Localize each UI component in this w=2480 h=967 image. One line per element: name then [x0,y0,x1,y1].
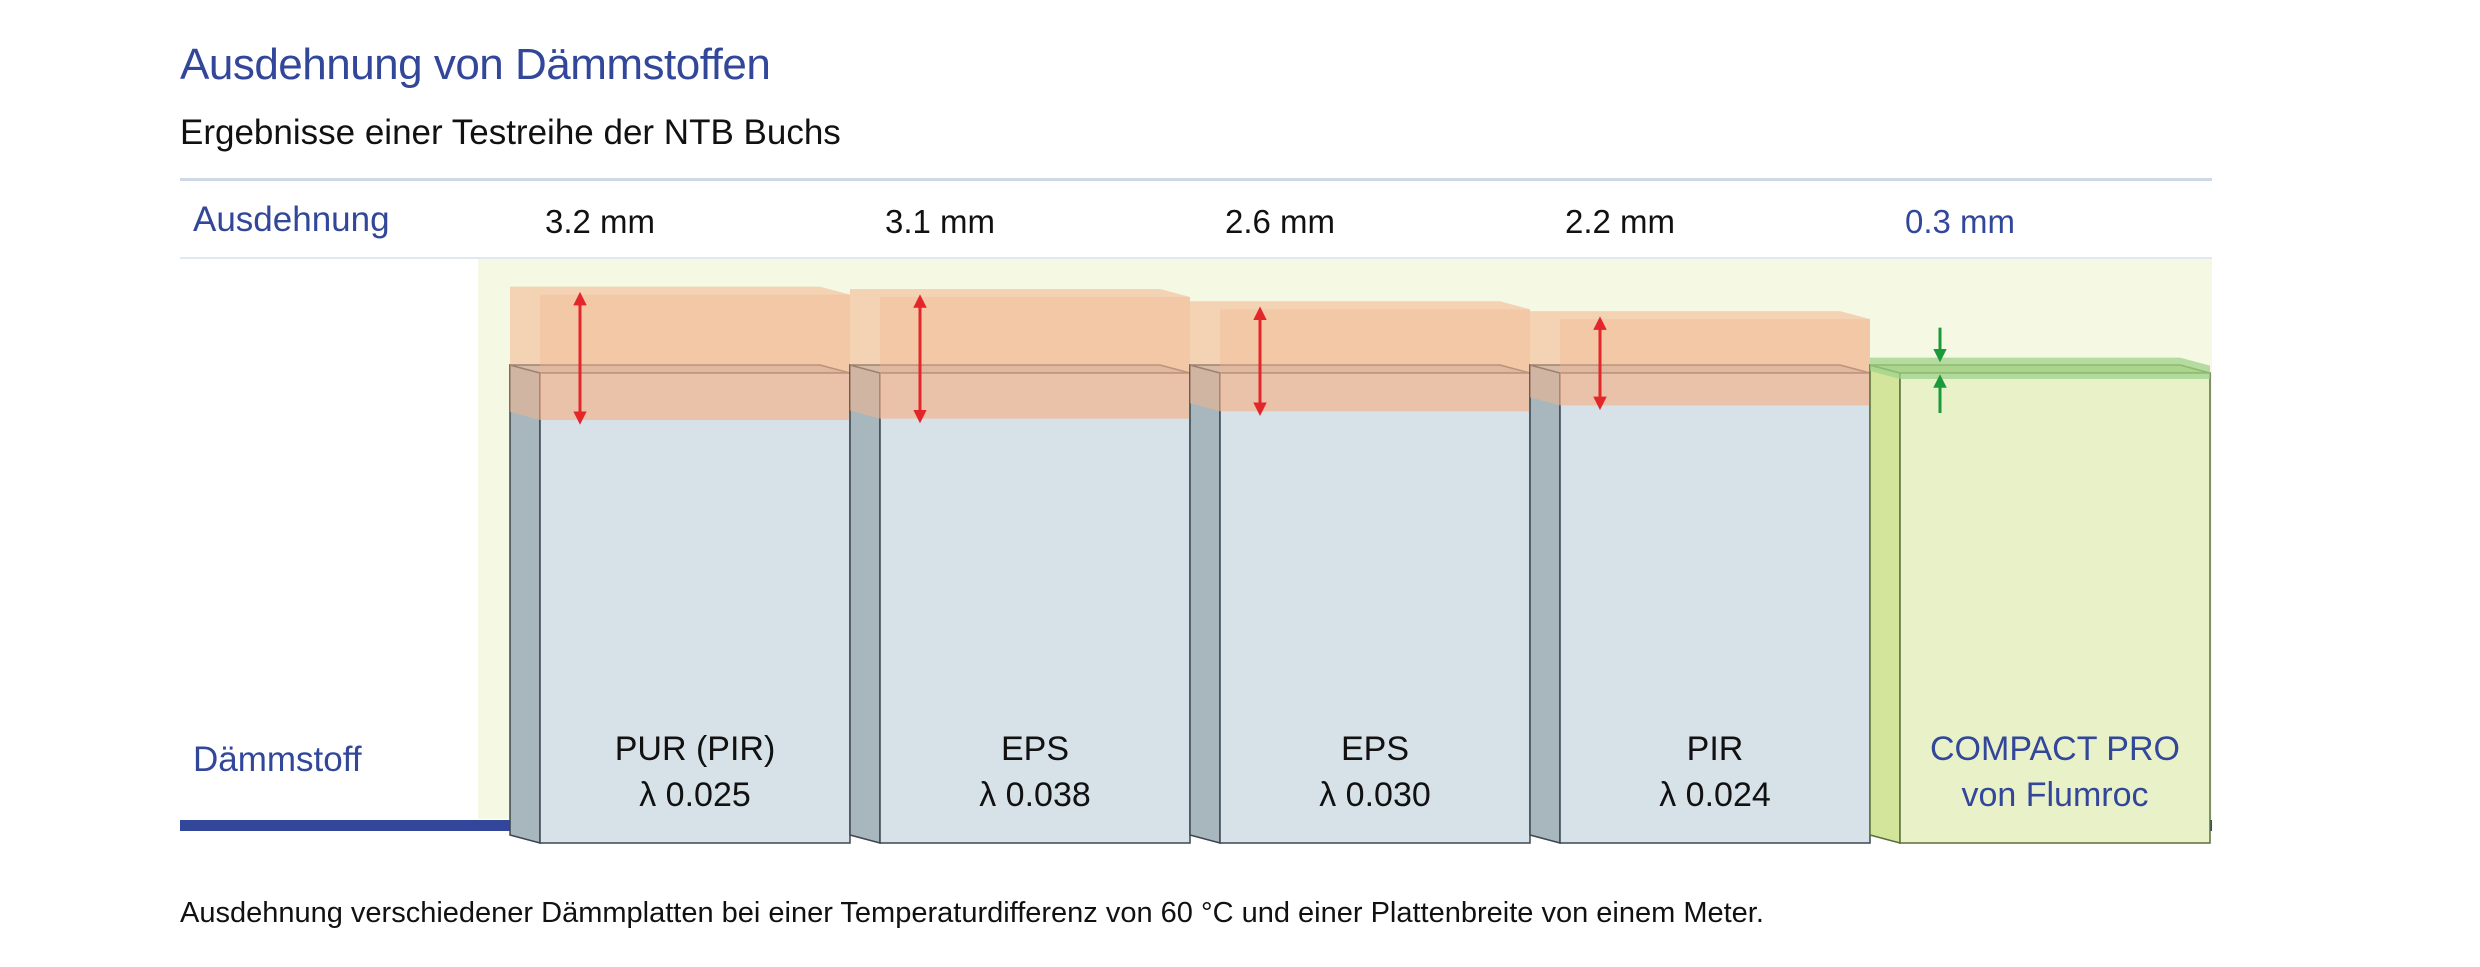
lambda-value: λ 0.030 [1319,776,1431,814]
expansion-overlay [1870,357,2210,379]
chart-subtitle: Ergebnisse einer Testreihe der NTB Buchs [180,113,841,152]
material-name: PIR [1687,730,1744,768]
row-label-material: Dämmstoff [193,740,362,779]
chart-title: Ausdehnung von Dämmstoffen [180,40,771,89]
expansion-overlay [850,289,1190,419]
bar-side [849,364,881,844]
expansion-overlay-face [880,297,1190,419]
lambda-value: λ 0.038 [979,776,1091,814]
bar-face [1219,372,1531,844]
bar-face [1559,372,1871,844]
bar-side [1189,364,1221,844]
bar-block: COMPACT PRO von Flumroc [1869,327,2211,844]
expansion-value: 3.1 mm [885,203,995,240]
bar-side [509,364,541,844]
lambda-value: λ 0.024 [1659,776,1771,814]
material-name: EPS [1341,730,1409,768]
bar-face [1899,372,2211,844]
top-divider [180,178,2212,181]
expansion-overlay [510,286,850,421]
expansion-overlay-face [540,294,850,421]
bar-side [1869,364,1901,844]
bar-block: EPS λ 0.030 [1189,301,1531,844]
bar-side [1529,364,1561,844]
header-divider [180,257,2212,259]
material-name: PUR (PIR) [615,730,776,768]
lambda-value: λ 0.025 [639,776,751,814]
expansion-value: 3.2 mm [545,203,655,240]
material-name: COMPACT PRO [1930,730,2180,768]
bar-face [879,372,1191,844]
expansion-overlay [1190,301,1530,412]
bar-block: PUR (PIR) λ 0.025 [509,286,851,844]
row-label-expansion: Ausdehnung [193,200,390,239]
expansion-value: 2.6 mm [1225,203,1335,240]
expansion-overlay-face [1560,319,1870,406]
chart-caption: Ausdehnung verschiedener Dämmplatten bei… [180,897,1764,929]
bar-block: EPS λ 0.038 [849,289,1191,844]
material-brand: von Flumroc [1961,776,2148,814]
expansion-value: 0.3 mm [1905,203,2015,240]
expansion-overlay [1530,311,1870,406]
bar-face [539,372,851,844]
bar-block: PIR λ 0.024 [1529,311,1871,844]
expansion-value: 2.2 mm [1565,203,1675,240]
material-name: EPS [1001,730,1069,768]
expansion-overlay-face [1220,309,1530,412]
